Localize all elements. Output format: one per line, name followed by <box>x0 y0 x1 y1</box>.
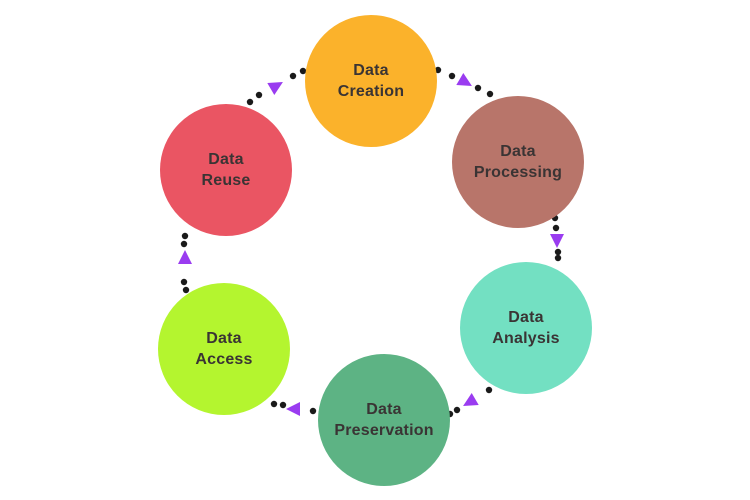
connector-dot <box>255 91 263 99</box>
connector-dot <box>486 90 494 98</box>
stage-data-creation: Data Creation <box>305 15 437 147</box>
stage-data-reuse: Data Reuse <box>160 104 292 236</box>
connector-dot <box>180 278 188 286</box>
connector-dot <box>554 248 562 256</box>
arrow-head-icon <box>550 234 564 248</box>
connector-dot <box>246 98 254 106</box>
connector-dot <box>552 224 560 232</box>
connector-processing-to-analysis <box>550 214 564 262</box>
connector-dot <box>181 232 189 240</box>
stage-label: Data Reuse <box>201 151 251 189</box>
connector-reuse-to-creation <box>246 67 307 106</box>
connector-dot <box>289 72 297 80</box>
connector-dot <box>554 254 562 262</box>
connector-dot <box>453 406 461 414</box>
arrow-head-icon <box>286 402 300 416</box>
stage-label: Data Processing <box>473 143 563 181</box>
connector-dot <box>299 67 307 75</box>
arrow-head-icon <box>463 392 479 406</box>
connector-preservation-to-access <box>270 400 326 416</box>
stage-data-access: Data Access <box>158 283 290 415</box>
connector-dot <box>270 400 278 408</box>
arrow-head-icon <box>178 250 192 264</box>
connector-dot <box>448 72 456 80</box>
connector-dot <box>309 407 317 415</box>
connector-dot <box>279 401 287 409</box>
stage-label: Data Analysis <box>492 309 560 347</box>
connector-creation-to-processing <box>434 66 494 98</box>
connector-dot <box>180 240 188 248</box>
stage-data-analysis: Data Analysis <box>460 262 592 394</box>
connector-dot <box>485 386 493 394</box>
arrow-head-icon <box>456 72 472 86</box>
stage-label: Data Creation <box>337 62 405 100</box>
connector-dot <box>474 84 482 92</box>
stage-data-preservation: Data Preservation <box>318 354 450 486</box>
connector-access-to-reuse <box>178 232 192 294</box>
connector-dot <box>182 286 190 294</box>
arrow-head-icon <box>267 82 283 96</box>
stage-data-processing: Data Processing <box>452 96 584 228</box>
stage-label: Data Access <box>195 330 253 368</box>
stage-label: Data Preservation <box>334 401 434 439</box>
